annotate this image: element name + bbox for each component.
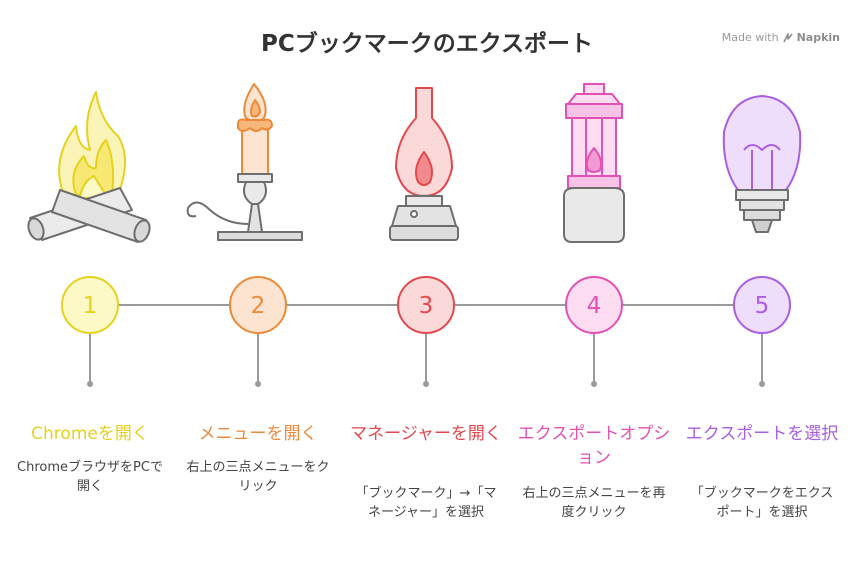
step-number: 1: [83, 293, 98, 319]
step-description: 「ブックマークをエクスポート」を選択: [690, 486, 834, 520]
watermark-prefix: Made with: [721, 31, 779, 44]
step-node-circle: [733, 276, 791, 334]
connector-dot: [591, 381, 597, 387]
step-description: 右上の三点メニューをクリック: [186, 460, 330, 494]
light-bulb-icon: [722, 95, 802, 233]
step-number: 4: [587, 293, 602, 319]
napkin-logo-icon: [782, 32, 793, 42]
watermark-brand: Napkin: [796, 31, 840, 44]
page-title: PCブックマークのエクスポート: [260, 31, 594, 57]
connector-dot: [87, 381, 93, 387]
candle-icon: [186, 83, 303, 241]
step-number: 5: [755, 293, 770, 319]
step-title: エクスポートオプション: [517, 424, 671, 468]
step-title: マネージャーを開く: [350, 424, 502, 444]
connector-dot: [255, 381, 261, 387]
oil-lamp-icon: [389, 87, 459, 241]
step-description: 「ブックマーク」→「マネージャー」を選択: [355, 486, 497, 520]
campfire-icon: [27, 91, 151, 243]
step-title: エクスポートを選択: [685, 424, 839, 444]
napkin-watermark[interactable]: Made with Napkin: [722, 31, 840, 44]
step-node-circle: [229, 276, 287, 334]
connector-dot: [423, 381, 429, 387]
step-title: メニューを開く: [198, 424, 318, 444]
step-node-circle: [61, 276, 119, 334]
step-number: 2: [251, 293, 266, 319]
lantern-icon: [563, 83, 625, 243]
step-node-circle: [397, 276, 455, 334]
step-number: 3: [419, 293, 434, 319]
step-title: Chromeを開く: [31, 424, 149, 444]
step-description: ChromeブラウザをPCで開く: [17, 460, 163, 494]
step-description: 右上の三点メニューを再度クリック: [522, 486, 666, 520]
step-node-circle: [565, 276, 623, 334]
connector-dot: [759, 381, 765, 387]
